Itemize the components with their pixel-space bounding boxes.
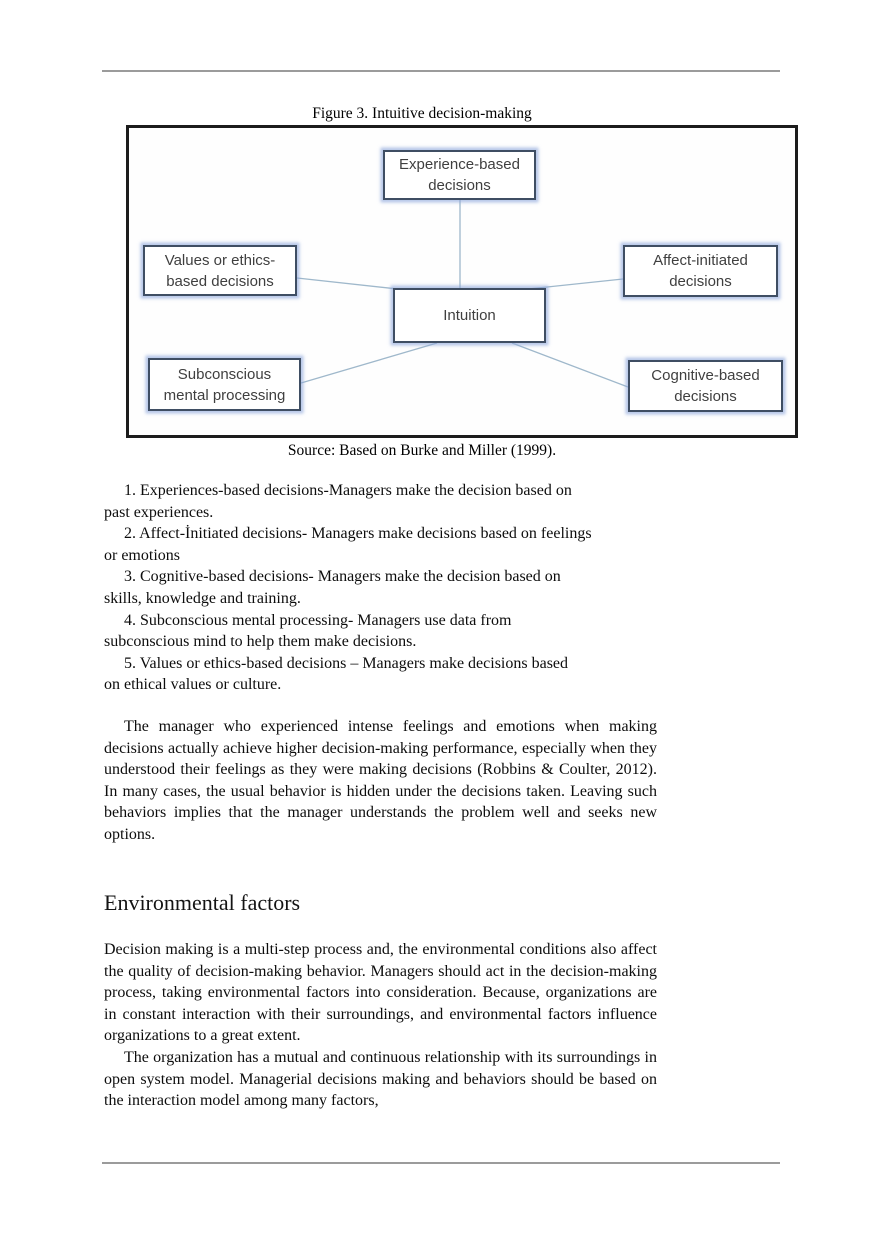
footer-rule bbox=[102, 1162, 780, 1164]
list-item-affect-initiated: 2. Affect-İnitiated decisions- Managers … bbox=[104, 525, 592, 564]
diagram-node-subconscious-mental-processing: Subconscious mental processing bbox=[148, 358, 301, 411]
diagram-node-cognitive-based-decisions: Cognitive-based decisions bbox=[628, 360, 783, 412]
environmental-factors-section: Decision making is a multi-step process … bbox=[104, 939, 657, 1112]
figure-intuitive-decision-making: Experience-based decisions Values or eth… bbox=[126, 125, 798, 438]
header-rule bbox=[102, 70, 780, 72]
decision-types-list: 1. Experiences-based decisions-Managers … bbox=[104, 480, 657, 696]
list-item-subconscious-processing: 4. Subconscious mental processing- Manag… bbox=[104, 611, 512, 651]
list-item-experiences-based: 1. Experiences-based decisions-Managers … bbox=[104, 482, 572, 521]
paragraph-env-follow: The organization has a mutual and contin… bbox=[104, 1048, 657, 1110]
list-item-cognitive-based: 3. Cognitive-based decisions- Managers m… bbox=[104, 568, 561, 607]
paragraph-env-intro: Decision making is a multi-step process … bbox=[104, 941, 657, 1045]
diagram-node-experience-based-decisions: Experience-based decisions bbox=[383, 150, 536, 200]
connector-subconscious-intuition bbox=[300, 342, 438, 384]
paragraph-manager-feelings: The manager who experienced intense feel… bbox=[104, 718, 657, 843]
diagram-node-values-ethics-based-decisions: Values or ethics- based decisions bbox=[143, 245, 297, 296]
figure-caption: Figure 3. Intuitive decision-making bbox=[312, 105, 532, 122]
figure-source: Source: Based on Burke and Miller (1999)… bbox=[287, 442, 557, 459]
connector-cognitive-intuition bbox=[511, 342, 629, 388]
heading-environmental-factors: Environmental factors bbox=[104, 890, 301, 915]
diagram-node-intuition: Intuition bbox=[393, 288, 546, 343]
diagram-node-affect-initiated-decisions: Affect-initiated decisions bbox=[623, 245, 778, 297]
list-item-values-ethics-based: 5. Values or ethics-based decisions – Ma… bbox=[104, 654, 569, 694]
